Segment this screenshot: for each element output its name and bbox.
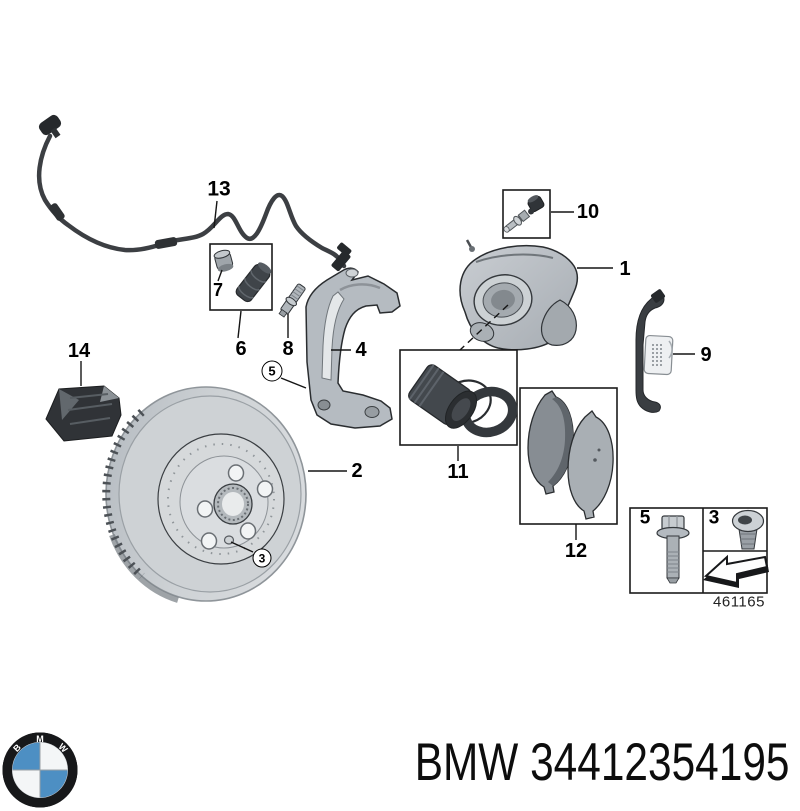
bleeder-box (502, 189, 551, 239)
callout-8: 8 (282, 338, 294, 360)
hub-screw-drawing (731, 509, 765, 550)
bmw-roundel-logo: B M W (2, 732, 78, 808)
brake-disc-drawing (102, 386, 307, 603)
callout-1: 1 (619, 258, 631, 280)
logo-letter-m: M (36, 734, 44, 744)
caliper-drawing (459, 239, 579, 351)
sensor-connector (38, 114, 62, 139)
wear-sensor-cable-drawing (36, 114, 352, 272)
bleeder-cap-drawing (527, 195, 545, 215)
callout-14: 14 (67, 340, 91, 362)
caliper-bolt-drawing (656, 515, 690, 584)
part-number-text: BMW 34412354195 (414, 733, 789, 792)
caliper-carrier-drawing (305, 267, 401, 429)
callout-4: 4 (355, 339, 367, 361)
callout-6: 6 (235, 338, 247, 360)
cap-drawing (213, 249, 234, 272)
piston-drawing (408, 364, 478, 429)
fastener-inset-box (629, 507, 769, 594)
guide-sleeve-drawing (235, 262, 272, 303)
callout-11: 11 (447, 461, 469, 483)
callout-10: 10 (576, 201, 600, 223)
drawing-number: 461165 (713, 593, 765, 611)
guide-bushing-box (209, 243, 273, 311)
piston-kit-box (399, 349, 518, 446)
bleeder-screw-drawing (503, 209, 531, 233)
brake-pads-box (519, 387, 618, 525)
retaining-spring-drawing (635, 289, 674, 413)
circled-callout-5: 5 (261, 360, 283, 382)
paste-sachet-drawing (45, 385, 122, 442)
inset-label-5: 5 (639, 507, 651, 529)
callout-9: 9 (700, 344, 712, 366)
callout-7: 7 (212, 280, 224, 300)
sensor-end-fitting (331, 242, 352, 272)
direction-arrow-icon (703, 554, 769, 588)
callout-13: 13 (207, 177, 231, 201)
callout-2: 2 (351, 460, 363, 482)
inset-label-3: 3 (708, 507, 720, 529)
callout-12: 12 (564, 540, 588, 562)
leader-lines (80, 200, 695, 553)
circled-callout-3: 3 (252, 548, 272, 568)
guide-bolt-drawing (278, 283, 306, 318)
